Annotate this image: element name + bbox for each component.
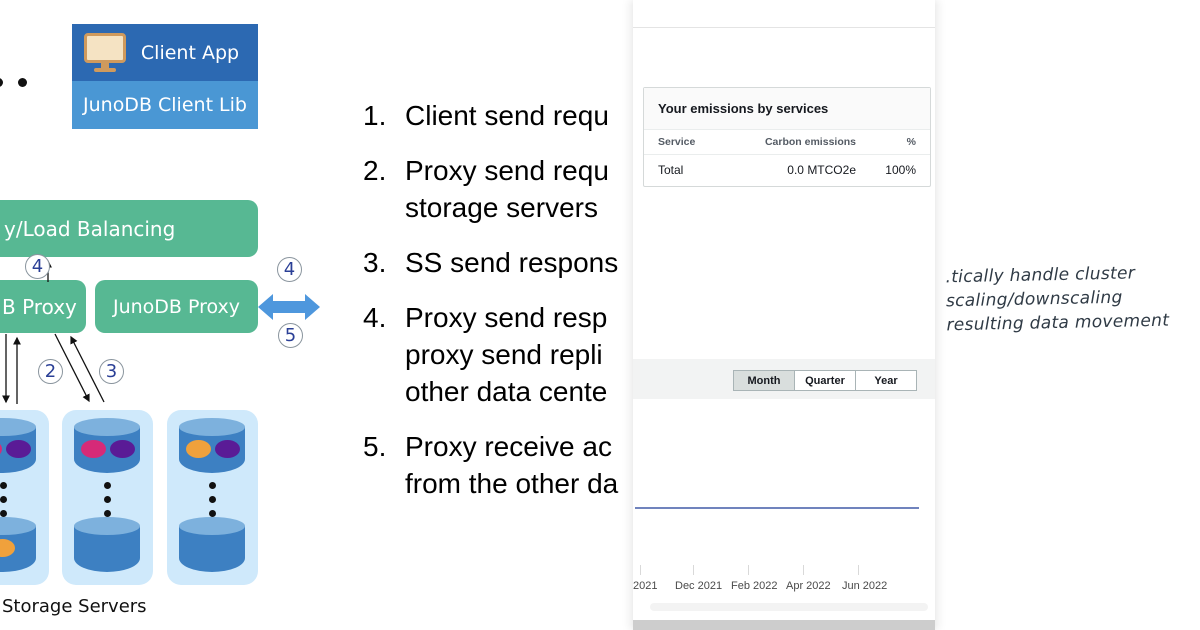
- step-badge-5: 5: [278, 323, 303, 348]
- list-item: 2. Proxy send requ storage servers: [363, 152, 618, 226]
- db-cylinder: [179, 418, 245, 482]
- step-text: Proxy send requ: [405, 155, 609, 186]
- column-carbon-emissions: Carbon emissions: [764, 136, 856, 148]
- axis-label: 2021: [633, 580, 658, 592]
- axis-tick: [640, 565, 641, 575]
- client-app-box: Client App JunoDB Client Lib: [72, 24, 258, 129]
- db-cylinder: [0, 517, 36, 581]
- client-lib-label: JunoDB Client Lib: [83, 94, 247, 116]
- axis-tick: [858, 565, 859, 575]
- client-app-header: Client App: [72, 24, 258, 81]
- list-item: 1. Client send requ: [363, 97, 618, 134]
- step-text: proxy send repli: [405, 339, 603, 370]
- monitor-icon: [84, 32, 128, 73]
- cell-percent: 100%: [885, 163, 916, 177]
- step-number: 5.: [363, 431, 387, 462]
- db-cylinder: [74, 418, 140, 482]
- step-badge-4b: 4: [277, 257, 302, 282]
- tab-year[interactable]: Year: [855, 370, 917, 391]
- console-panel: Your emissions by services Service Carbo…: [633, 0, 935, 630]
- storage-server-1: [0, 410, 49, 585]
- list-item: 4. Proxy send resp proxy send repli othe…: [363, 299, 618, 410]
- load-balancing-label: y/Load Balancing: [4, 216, 176, 241]
- tab-quarter[interactable]: Quarter: [794, 370, 856, 391]
- step-text: SS send respons: [405, 247, 619, 278]
- axis-label: Jun 2022: [842, 580, 888, 592]
- step-text: from the other da: [405, 468, 619, 499]
- shard-dot-orange: [0, 539, 15, 557]
- handwritten-note: .tically handle cluster scaling/downscal…: [945, 261, 1169, 338]
- db-cylinder: [74, 517, 140, 581]
- step-badge-4: 4: [25, 254, 50, 279]
- cell-service: Total: [658, 163, 684, 177]
- shard-dot-pink: [81, 440, 106, 458]
- column-service: Service: [658, 136, 696, 148]
- shard-dot-purple: [215, 440, 240, 458]
- axis-tick: [748, 565, 749, 575]
- zero-emissions-line: [635, 507, 919, 509]
- table-header-row: Service Carbon emissions %: [644, 129, 930, 155]
- table-row: Total 0.0 MTCO2e 100%: [644, 155, 930, 186]
- db-cylinder: [0, 418, 36, 482]
- cell-emissions: 0.0 MTCO2e: [787, 163, 856, 177]
- tab-month[interactable]: Month: [733, 370, 795, 391]
- storage-server-3: [167, 410, 258, 585]
- note-line: .tically handle cluster: [945, 263, 1136, 288]
- steps-list: 1. Client send requ 2. Proxy send requ s…: [363, 97, 618, 520]
- step-number: 1.: [363, 100, 387, 131]
- step-number: 4.: [363, 302, 387, 333]
- granularity-tabstrip: Month Quarter Year: [633, 359, 935, 399]
- proxy-left-label: B Proxy: [2, 294, 77, 319]
- storage-servers-label: Storage Servers: [2, 596, 147, 617]
- note-line: resulting data movement: [946, 310, 1170, 336]
- storage-server-2: [62, 410, 153, 585]
- step-badge-3: 3: [99, 359, 124, 384]
- ellipsis-dot: [0, 78, 3, 87]
- step-text: Proxy receive ac: [405, 431, 612, 462]
- client-app-title: Client App: [140, 41, 240, 64]
- column-percent: %: [906, 136, 916, 148]
- list-item: 5. Proxy receive ac from the other da: [363, 428, 618, 502]
- axis-label: Dec 2021: [675, 580, 723, 592]
- axis-label: Apr 2022: [786, 580, 831, 592]
- granularity-tabs: Month Quarter Year: [733, 370, 917, 391]
- step-text: Client send requ: [405, 100, 609, 131]
- list-item: 3. SS send respons: [363, 244, 618, 281]
- step-text: other data cente: [405, 376, 608, 407]
- axis-tick: [803, 565, 804, 575]
- datacenter-sync-arrow-icon: [258, 294, 320, 320]
- panel-bottom-strip: [633, 620, 935, 630]
- divider: [633, 27, 935, 28]
- shard-dot-purple: [110, 440, 135, 458]
- step-text: Proxy send resp: [405, 302, 608, 333]
- step-number: 3.: [363, 247, 387, 278]
- shard-dot-pink: [0, 440, 2, 458]
- shard-dot-purple: [6, 440, 31, 458]
- proxy-box-left: B Proxy: [0, 280, 86, 333]
- emissions-card-title: Your emissions by services: [644, 88, 930, 129]
- axis-label: Feb 2022: [731, 580, 778, 592]
- step-text: storage servers: [405, 192, 598, 223]
- step-badge-2: 2: [38, 359, 63, 384]
- ellipsis-dot: [18, 78, 27, 87]
- horizontal-scrollbar[interactable]: [650, 603, 928, 611]
- emissions-card: Your emissions by services Service Carbo…: [643, 87, 931, 187]
- load-balancing-box: y/Load Balancing: [0, 200, 258, 257]
- proxy-right-label: JunoDB Proxy: [112, 295, 241, 318]
- client-lib-section: JunoDB Client Lib: [72, 81, 258, 129]
- axis-tick: [693, 565, 694, 575]
- step-number: 2.: [363, 155, 387, 186]
- db-cylinder: [179, 517, 245, 581]
- shard-dot-orange: [186, 440, 211, 458]
- proxy-box-right: JunoDB Proxy: [95, 280, 258, 333]
- flow-arrows: [2, 259, 105, 404]
